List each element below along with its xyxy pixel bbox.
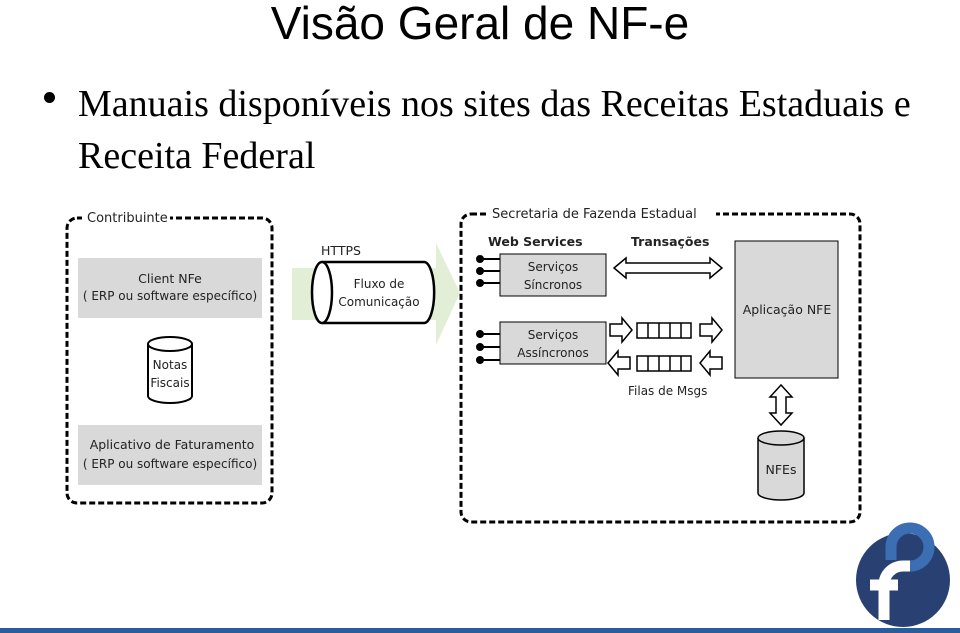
queue-arrow-out-2 <box>699 348 723 378</box>
bottom-bar <box>0 628 960 633</box>
nfes-cylinder <box>757 430 805 501</box>
queue-arrow-in-1 <box>609 315 633 345</box>
filas-label: Filas de Msgs <box>628 384 707 398</box>
aplicativo-box <box>78 425 262 485</box>
queue-arrow-out-1 <box>607 348 631 378</box>
servicos-sincronos-box <box>499 253 607 297</box>
fedora-logo <box>856 522 950 627</box>
nfes-label: NFEs <box>766 462 797 477</box>
aplicacao-nfe-box <box>734 240 839 379</box>
servicos-assincronos-box <box>499 321 607 365</box>
client-nfe-sub: ( ERP ou software específico) <box>83 289 257 303</box>
queue-arrow-in-2 <box>699 315 723 345</box>
queue-bottom <box>636 355 692 372</box>
slide-title: Visão Geral de NF-e <box>270 0 690 49</box>
queue-top <box>636 322 692 339</box>
aplicativo-title: Aplicativo de Faturamento <box>90 437 255 452</box>
transacoes-double-arrow <box>612 256 724 280</box>
sefaz-label: Secretaria de Fazenda Estadual <box>492 207 697 222</box>
fluxo-line1: Fluxo de <box>354 277 405 291</box>
notas-fiscais-cylinder <box>147 336 193 404</box>
notas-line1: Notas <box>153 358 188 372</box>
aplicacao-nfe-label: Aplicação NFE <box>743 302 832 317</box>
contribuinte-label: Contribuinte <box>87 211 168 226</box>
assinc-connectors <box>476 330 500 364</box>
assinc-line1: Serviços <box>528 328 579 342</box>
transacoes-label: Transações <box>631 234 709 249</box>
web-services-label: Web Services <box>488 234 583 249</box>
client-nfe-title: Client NFe <box>138 271 202 286</box>
fluxo-pipe <box>310 260 436 325</box>
client-nfe-box <box>78 258 262 318</box>
bullet-text: Manuais disponíveis nos sites das Receit… <box>78 83 911 177</box>
sinc-line2: Síncronos <box>524 278 582 292</box>
https-label: HTTPS <box>321 243 361 258</box>
sinc-line1: Serviços <box>528 260 579 274</box>
aplicativo-sub: ( ERP ou software específico) <box>83 457 257 471</box>
vertical-double-arrow <box>768 383 794 427</box>
notas-line2: Fiscais <box>150 376 189 390</box>
assinc-line2: Assíncronos <box>517 346 588 360</box>
fluxo-line2: Comunicação <box>338 295 419 309</box>
bullet-dot <box>44 92 55 103</box>
sinc-connectors <box>476 255 500 287</box>
